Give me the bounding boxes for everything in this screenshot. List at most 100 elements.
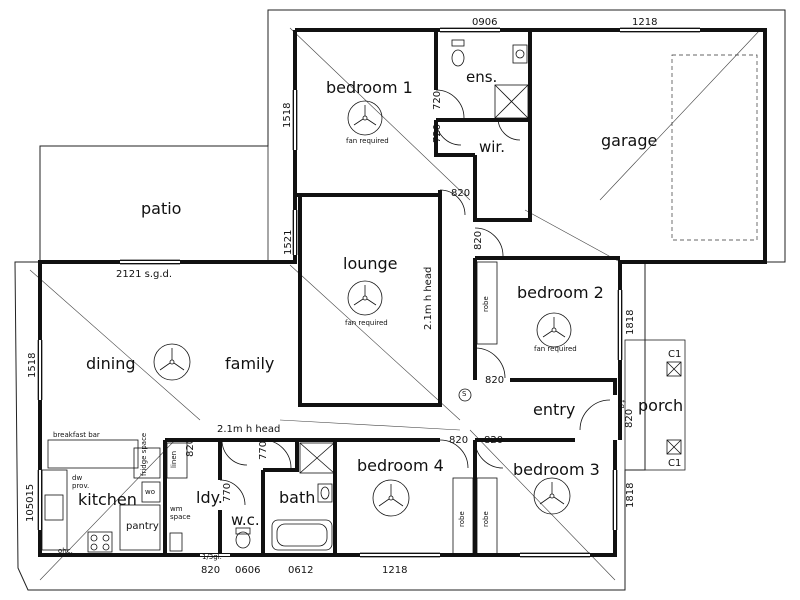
dimension-label: 820 [201, 565, 221, 576]
garage-door-outline [671, 54, 758, 241]
cooktop-icon [87, 531, 113, 553]
ceiling-fan-icon [372, 479, 410, 517]
laundry-tub-icon [169, 532, 183, 552]
roof-hip-line [289, 27, 471, 201]
dimension-label: 820 [484, 435, 504, 446]
dimension-label: 0906 [472, 17, 498, 28]
room-label-ens: ens. [466, 68, 498, 86]
dimension-label: 820 [185, 437, 196, 457]
column-icon [666, 439, 682, 455]
dimension-label: 1818 [625, 482, 636, 508]
dimension-label: 1218 [382, 565, 408, 576]
dimension-label: 820 [624, 408, 635, 428]
room-label-bedroom1: bedroom 1 [326, 78, 413, 97]
roof-hip-line [289, 264, 461, 421]
dw-prov-label: dw prov. [72, 474, 90, 490]
robe-label-b4: robe [458, 511, 466, 527]
roof-hip-line [524, 209, 621, 263]
door-swing [439, 439, 469, 469]
dimension-label: 1818 [625, 309, 636, 335]
ceiling-fan-icon [347, 280, 383, 316]
robe-label-b3: robe [482, 511, 490, 527]
smoke-alarm-label: S [462, 390, 467, 398]
room-label-wc: w.c. [231, 511, 260, 529]
smoke-alarm-icon [458, 388, 472, 402]
fridge-space [133, 447, 161, 479]
breakfast-bar [47, 439, 139, 469]
room-label-bedroom3: bedroom 3 [513, 460, 600, 479]
room-label-porch: porch [638, 396, 684, 415]
robe-label-b2: robe [482, 296, 490, 312]
door-swing [435, 89, 465, 119]
room-label-patio: patio [141, 199, 182, 218]
column-icon [666, 361, 682, 377]
room-label-bedroom4: bedroom 4 [357, 456, 444, 475]
door-swing [262, 439, 292, 469]
column-label-top: C1 [668, 349, 682, 360]
door-swing [474, 347, 506, 379]
dimension-label: 0612 [288, 565, 314, 576]
wall [295, 190, 442, 197]
robe-b3 [476, 477, 498, 556]
fan-note-bed1: fan required [346, 137, 389, 145]
linen-label: linen [170, 450, 178, 468]
breakfast-bar-label: breakfast bar [53, 431, 100, 439]
dimension-label: 770 [258, 440, 269, 460]
dimension-label: 0606 [235, 565, 261, 576]
sink-icon [44, 494, 64, 521]
door-swing [497, 117, 521, 141]
head-height-note-vertical: 2.1m h head [423, 266, 434, 330]
wm-space-label: wm space [170, 505, 191, 521]
dimension-label: 720 [432, 123, 443, 143]
room-label-wir: wir. [479, 138, 505, 156]
door-swing [474, 439, 504, 469]
room-label-lounge: lounge [343, 254, 398, 273]
room-label-entry: entry [533, 400, 576, 419]
fridge-space-label: fridge space [140, 432, 148, 476]
room-label-pantry: pantry [126, 521, 159, 532]
column-label-bottom: C1 [668, 458, 682, 469]
ohc-label: ohc. [58, 547, 73, 555]
porch-area [624, 339, 686, 471]
dimension-label: 1518 [282, 102, 293, 128]
wall [510, 378, 617, 395]
roof-hip-line [29, 269, 201, 421]
door-swing [435, 119, 462, 146]
wall-oven-label: wo [145, 488, 156, 496]
roof-hip-line [599, 29, 761, 201]
basin-icon [512, 44, 528, 64]
ceiling-fan-icon [347, 100, 383, 136]
room-label-dining: dining [86, 354, 136, 373]
toilet-icon [451, 49, 465, 67]
pantry-shelf [119, 504, 161, 551]
room-label-bedroom2: bedroom 2 [517, 283, 604, 302]
dimension-label: 1218 [632, 17, 658, 28]
ceiling-fan-icon [536, 312, 572, 348]
room-label-kitchen: kitchen [78, 490, 137, 509]
wall [473, 30, 532, 222]
roof-hip-line [469, 429, 616, 581]
door-swing [221, 439, 248, 466]
dimension-label: 820 [485, 375, 505, 386]
wall [263, 440, 299, 472]
toilet-icon [235, 531, 251, 549]
dimension-label: 770 [222, 482, 233, 502]
wall-oven [141, 481, 161, 503]
wall [298, 195, 442, 407]
room-label-garage: garage [601, 131, 658, 150]
window-glazing-note: 1/3gl. [202, 553, 222, 561]
door-swing [474, 227, 504, 257]
robe-b4 [452, 477, 474, 556]
dimension-label: 1521 [283, 229, 294, 255]
wall [434, 120, 475, 157]
sliding-door-label: 2121 s.g.d. [116, 269, 173, 280]
ceiling-fan-icon [533, 477, 571, 515]
dimension-label: 720 [432, 90, 443, 110]
dimension-label: 820 [473, 230, 484, 250]
room-label-bath: bath [279, 488, 316, 507]
kitchen-bench [41, 469, 68, 551]
head-height-note: 2.1m h head [217, 424, 281, 435]
dimension-label: 820 [449, 435, 469, 446]
roof-hip-line [279, 419, 461, 431]
dimension-label: 105015 [25, 483, 36, 522]
